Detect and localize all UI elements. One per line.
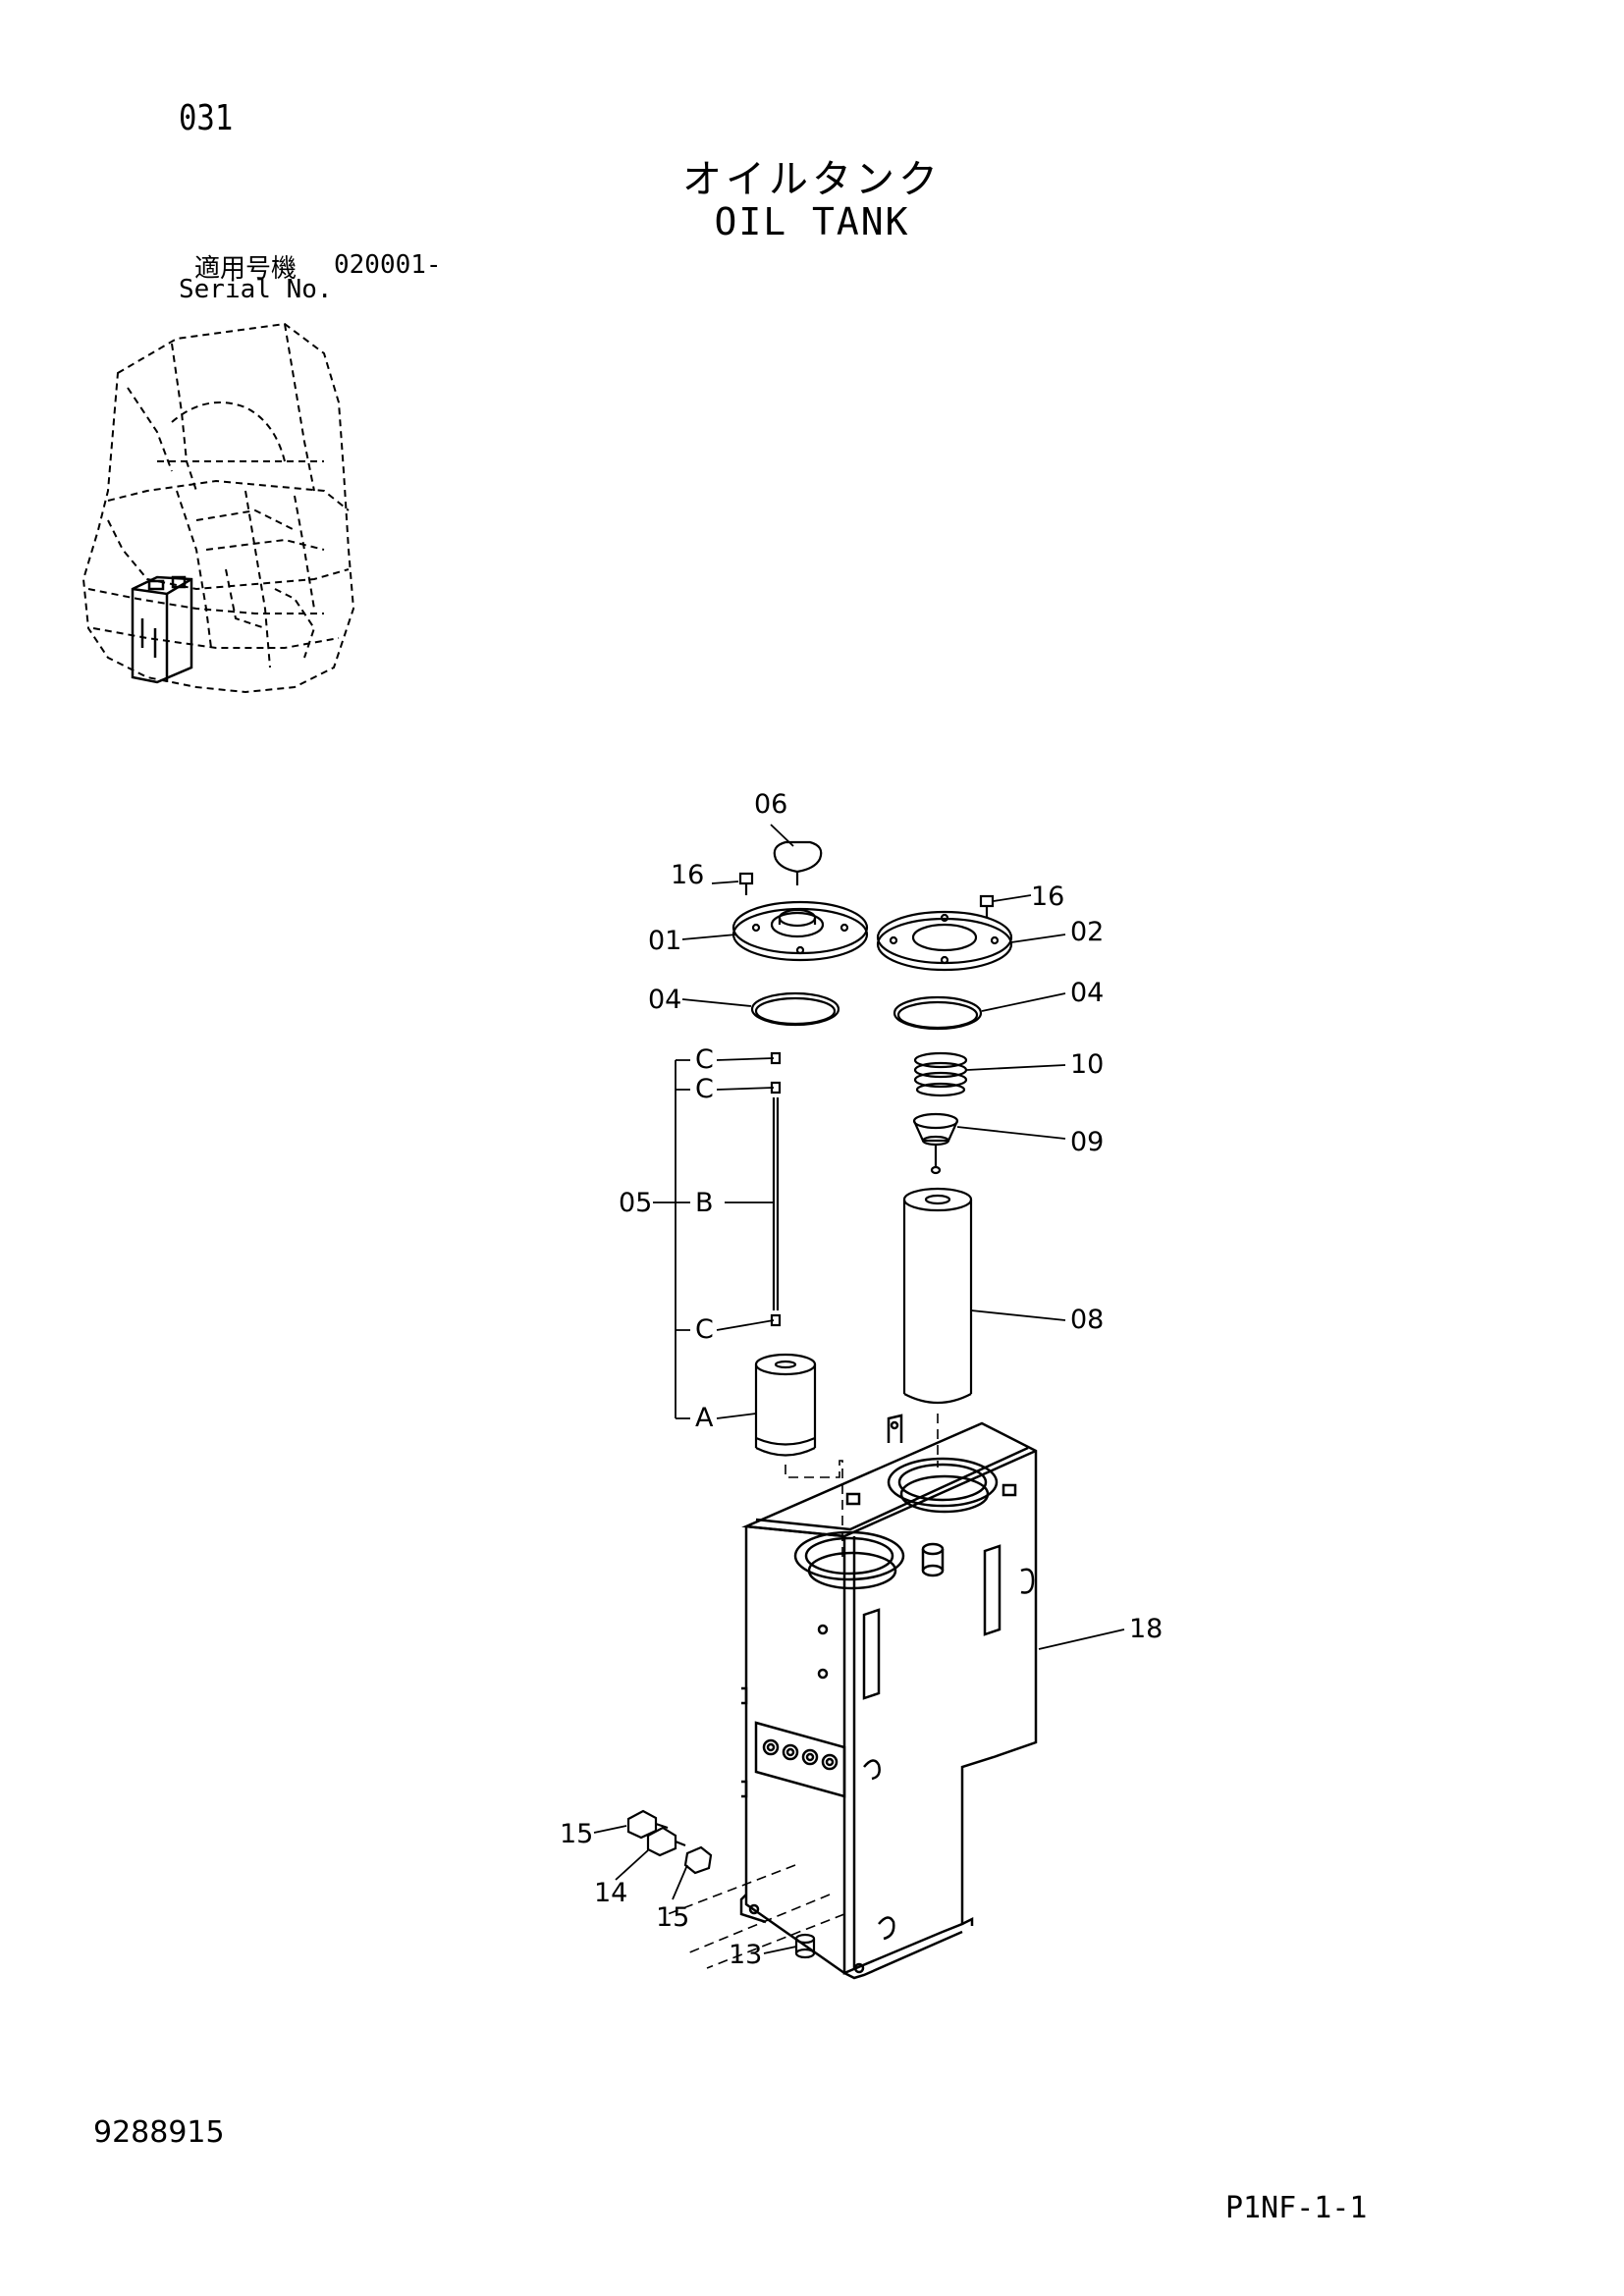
o-ring-right bbox=[893, 995, 983, 1031]
callout-18: 18 bbox=[1129, 1614, 1163, 1644]
page-code: P1NF-1-1 bbox=[1225, 2191, 1368, 2225]
cover-right bbox=[876, 910, 1013, 972]
subpart-c-3: C bbox=[695, 1314, 714, 1345]
callout-08: 08 bbox=[1070, 1305, 1104, 1335]
callout-15-left: 15 bbox=[560, 1819, 593, 1849]
o-ring-left bbox=[750, 991, 840, 1027]
fitting-15-right bbox=[683, 1845, 713, 1875]
serial-number: 020001- bbox=[334, 250, 442, 280]
drawing-number: 9288915 bbox=[93, 2115, 225, 2150]
callout-04-left: 04 bbox=[648, 985, 681, 1015]
return-filter-element bbox=[902, 1187, 973, 1404]
callout-15-bottom: 15 bbox=[656, 1902, 689, 1933]
level-gauge bbox=[770, 1051, 782, 1327]
serial-label-japanese: 適用号機 bbox=[194, 254, 298, 284]
fitting-14 bbox=[646, 1826, 686, 1857]
overview-highlighted-tank bbox=[131, 575, 193, 684]
subpart-b: B bbox=[695, 1188, 714, 1218]
spring bbox=[913, 1051, 968, 1097]
fitting-15-left bbox=[626, 1809, 669, 1840]
callout-06: 06 bbox=[754, 789, 787, 820]
suction-strainer bbox=[754, 1353, 817, 1457]
callout-10: 10 bbox=[1070, 1049, 1104, 1080]
callout-13: 13 bbox=[729, 1940, 762, 1970]
serial-label-english: Serial No. bbox=[179, 275, 333, 304]
callout-02: 02 bbox=[1070, 917, 1104, 947]
page-number: 031 bbox=[179, 98, 234, 138]
subpart-c-2: C bbox=[695, 1074, 714, 1104]
callout-16-left: 16 bbox=[671, 860, 704, 890]
page-title-japanese: オイルタンク bbox=[682, 157, 942, 202]
bolt-left bbox=[738, 872, 754, 895]
callout-16-right: 16 bbox=[1031, 881, 1064, 912]
parts-drawing bbox=[626, 840, 1038, 1980]
leader-lines bbox=[593, 824, 1125, 1954]
breather-cap bbox=[773, 840, 823, 874]
subpart-c-1: C bbox=[695, 1044, 714, 1075]
callout-09: 09 bbox=[1070, 1127, 1104, 1157]
drain-plug bbox=[794, 1933, 816, 1959]
bolt-right bbox=[979, 894, 995, 918]
subpart-a: A bbox=[695, 1403, 714, 1433]
cover-left bbox=[731, 900, 869, 962]
callout-04-right: 04 bbox=[1070, 978, 1104, 1008]
callout-14: 14 bbox=[594, 1878, 627, 1908]
oil-tank-body bbox=[739, 1414, 1038, 1980]
page-title-english: OIL TANK bbox=[714, 200, 910, 243]
callout-05: 05 bbox=[619, 1188, 652, 1218]
bypass-valve bbox=[912, 1112, 959, 1175]
machine-overview-illustration bbox=[81, 322, 355, 694]
callout-01: 01 bbox=[648, 926, 681, 956]
callout-labels: 06 16 16 01 02 04 04 10 09 05 08 18 15 1… bbox=[560, 789, 1163, 1970]
